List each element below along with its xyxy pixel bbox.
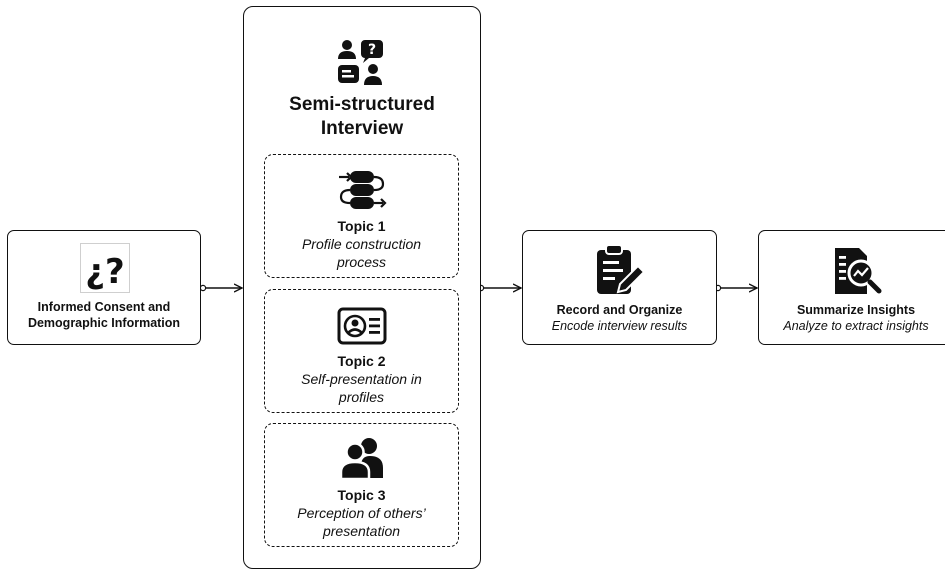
topic-3-desc-line2: presentation: [322, 523, 401, 539]
consent-title: Informed Consent and Demographic Informa…: [8, 299, 200, 331]
record-box: Record and Organize Encode interview res…: [522, 230, 717, 345]
summarize-subtitle: Analyze to extract insights: [783, 319, 929, 333]
report-analysis-icon: [832, 246, 882, 298]
topic-2-desc-line2: profiles: [338, 389, 385, 405]
topic-1-title: Topic 1: [337, 218, 386, 234]
consent-title-line2: Demographic Information: [27, 316, 181, 330]
topic-1-desc-line1: Profile construction: [301, 236, 422, 252]
clipboard-pen-icon: [594, 244, 646, 298]
summarize-title: Summarize Insights: [796, 303, 916, 317]
topic-3-box: Topic 3 Perception of others’ presentati…: [264, 423, 459, 547]
question-marks-icon: ¿?: [80, 243, 130, 293]
topic-1-box: Topic 1 Profile construction process: [264, 154, 459, 278]
topic-2-box: Topic 2 Self-presentation in profiles: [264, 289, 459, 413]
consent-box: ¿? Informed Consent and Demographic Info…: [7, 230, 201, 345]
flow-process-icon: [337, 169, 387, 211]
topic-2-desc-line1: Self-presentation in: [301, 371, 422, 387]
topic-3-description: Perception of others’ presentation: [265, 504, 458, 540]
topic-3-desc-line1: Perception of others’: [297, 505, 426, 521]
topic-1-desc-line2: process: [336, 254, 387, 270]
consent-title-line1: Informed Consent and: [37, 300, 171, 314]
arrow-consent-to-interview: [199, 285, 242, 290]
record-title: Record and Organize: [556, 303, 683, 317]
users-icon: [339, 436, 385, 481]
summarize-box: Summarize Insights Analyze to extract in…: [758, 230, 945, 345]
arrow-record-to-summarize: [714, 285, 757, 290]
interview-title-line1: Semi-structured: [289, 94, 435, 115]
svg-text:¿?: ¿?: [85, 252, 124, 292]
interview-title: Semi-structured Interview: [244, 93, 480, 141]
topic-3-title: Topic 3: [337, 487, 386, 503]
topic-1-description: Profile construction process: [265, 235, 458, 271]
record-subtitle: Encode interview results: [551, 319, 688, 333]
svg-text:?: ?: [368, 42, 376, 58]
interview-people-icon: ?: [336, 37, 386, 87]
id-card-icon: [337, 306, 387, 346]
interview-title-line2: Interview: [320, 118, 404, 139]
topic-2-description: Self-presentation in profiles: [265, 370, 458, 406]
topic-2-title: Topic 2: [337, 353, 386, 369]
arrow-interview-to-record: [477, 285, 521, 290]
